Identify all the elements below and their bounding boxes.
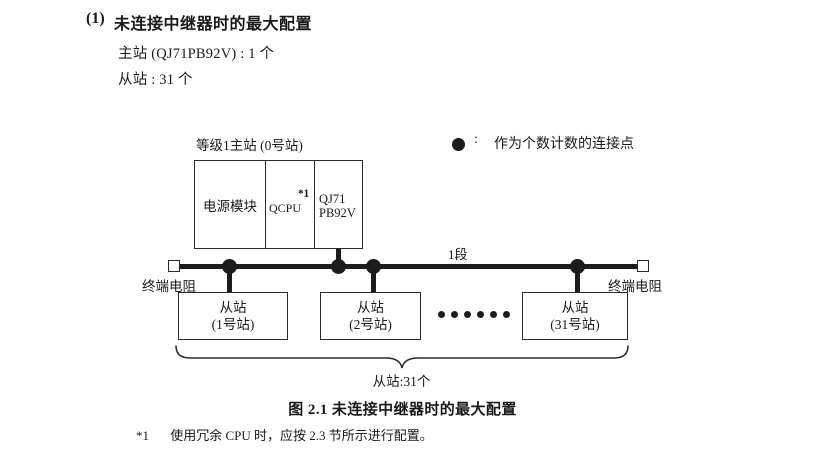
master-station-rack: 电源模块 QCPU *1 QJ71 PB92V bbox=[194, 160, 363, 249]
footnote-mark: *1 bbox=[136, 428, 149, 443]
connection-point-dot bbox=[222, 259, 237, 274]
slave-station-number: (1号站) bbox=[211, 317, 255, 332]
rack-cell-network-module: QJ71 PB92V bbox=[314, 161, 362, 248]
ellipsis-dot bbox=[438, 311, 445, 318]
footnote: *1 使用冗余 CPU 时，应按 2.3 节所示进行配置。 bbox=[136, 425, 433, 444]
segment-label: 1段 bbox=[448, 247, 468, 262]
terminal-resistor-left-icon bbox=[168, 260, 180, 272]
slave-drop-line bbox=[371, 267, 376, 293]
rack-cell-cpu: QCPU *1 bbox=[265, 161, 314, 248]
page-title: 未连接中继器时的最大配置 bbox=[114, 16, 313, 33]
spec-master-station: 主站 (QJ71PB92V) : 1 个 bbox=[118, 46, 275, 62]
master-drop-line bbox=[336, 249, 341, 268]
spec-slave-station: 从站 : 31 个 bbox=[118, 72, 193, 88]
footnote-text: 使用冗余 CPU 时，应按 2.3 节所示进行配置。 bbox=[170, 428, 433, 443]
master-station-label: 等级1主站 (0号站) bbox=[196, 138, 303, 153]
slave-station-name: 从站 bbox=[357, 300, 384, 315]
ellipsis-dot bbox=[451, 311, 458, 318]
slave-station-name: 从站 bbox=[561, 300, 589, 315]
connection-point-dot bbox=[331, 259, 346, 274]
bus-trunk-line bbox=[174, 264, 644, 269]
ellipsis-dots-icon bbox=[438, 311, 510, 318]
legend-separator: : bbox=[474, 132, 478, 147]
rack-divider-1 bbox=[265, 161, 266, 248]
figure-caption-text: 图 2.1 未连接中继器时的最大配置 bbox=[288, 402, 517, 418]
slave-station-name: 从站 bbox=[219, 300, 247, 315]
filled-circle-icon bbox=[452, 138, 465, 151]
rack-cpu-label: QCPU bbox=[269, 201, 302, 215]
terminal-resistor-left-label: 终端电阻 bbox=[142, 279, 196, 294]
slave-drop-line bbox=[575, 267, 580, 293]
ellipsis-dot bbox=[464, 311, 471, 318]
rack-cell-power-module: 电源模块 bbox=[203, 198, 257, 214]
ellipsis-dot bbox=[477, 311, 484, 318]
slave-station-number: (2号站) bbox=[349, 317, 392, 332]
terminal-resistor-right-label: 终端电阻 bbox=[608, 279, 662, 294]
terminal-resistor-right-icon bbox=[637, 260, 649, 272]
slave-station-number: (31号站) bbox=[550, 317, 600, 332]
slave-count-text: 从站:31个 bbox=[372, 374, 431, 389]
slave-station-box: 从站 (2号站) bbox=[320, 292, 421, 340]
slave-drop-line bbox=[227, 267, 232, 293]
heading-number: (1) bbox=[86, 10, 105, 27]
rack-divider-2 bbox=[314, 161, 315, 248]
connection-point-dot bbox=[366, 259, 381, 274]
slave-count-label: 从站:31个 bbox=[0, 370, 821, 390]
slave-station-box: 从站 (31号站) bbox=[522, 292, 628, 340]
ellipsis-dot bbox=[503, 311, 510, 318]
slave-count-brace bbox=[174, 344, 630, 370]
ellipsis-dot bbox=[490, 311, 497, 318]
legend-label: 作为个数计数的连接点 bbox=[494, 137, 634, 152]
figure-caption: 图 2.1 未连接中继器时的最大配置 bbox=[0, 398, 821, 419]
rack-cpu-footnote-mark: *1 bbox=[298, 188, 309, 200]
network-module-line-1: QJ71 bbox=[319, 192, 346, 206]
network-module-line-2: PB92V bbox=[319, 206, 356, 220]
connection-point-dot bbox=[570, 259, 585, 274]
slave-station-box: 从站 (1号站) bbox=[178, 292, 288, 340]
